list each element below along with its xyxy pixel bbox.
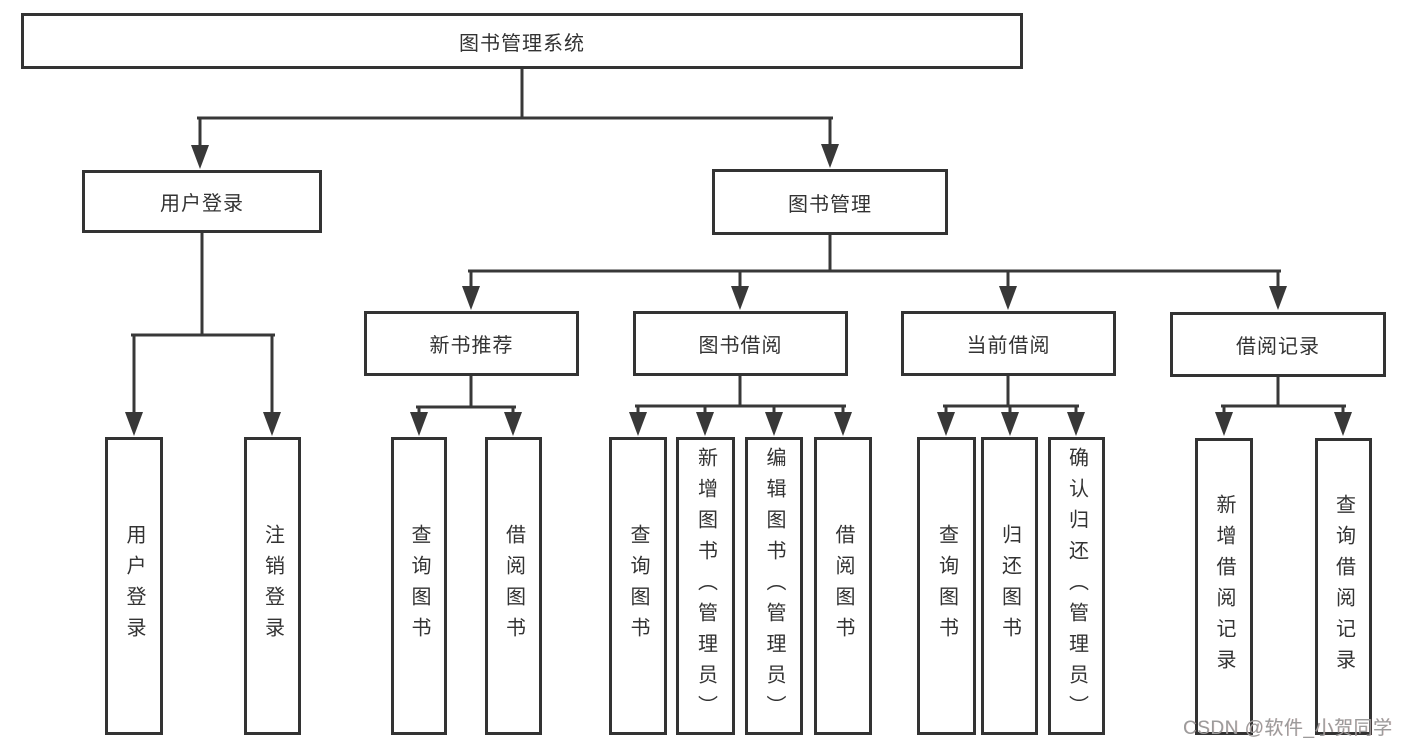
node-label: 查询图书 bbox=[935, 524, 958, 648]
csdn-watermark: CSDN @软件_小贺同学 bbox=[1183, 718, 1393, 739]
connector-current-borrow-children bbox=[937, 374, 1085, 436]
node-logout-action: 注销登录 bbox=[244, 437, 301, 735]
node-confirm-return-admin: 确认归还（管理员） bbox=[1048, 437, 1105, 735]
node-label: 新增图书（管理员） bbox=[694, 446, 717, 726]
connector-root-to-level2 bbox=[191, 67, 839, 169]
node-query-books-current: 查询图书 bbox=[917, 437, 976, 735]
node-edit-book-admin: 编辑图书（管理员） bbox=[745, 437, 803, 735]
node-label: 借阅图书 bbox=[832, 524, 854, 648]
connector-borrow-record-children bbox=[1215, 375, 1352, 436]
node-borrowing-records: 借阅记录 bbox=[1170, 312, 1386, 377]
node-label: 查询图书 bbox=[627, 524, 649, 648]
node-book-management: 图书管理 bbox=[712, 169, 948, 235]
node-borrow-books-borrowing: 借阅图书 bbox=[814, 437, 872, 735]
node-query-books-recommend: 查询图书 bbox=[391, 437, 447, 735]
node-user-login-action: 用户登录 bbox=[105, 437, 163, 735]
node-label: 图书管理系统 bbox=[459, 32, 585, 55]
node-label: 借阅图书 bbox=[502, 524, 525, 648]
node-label: 图书借阅 bbox=[698, 335, 783, 357]
node-label: 借阅记录 bbox=[1236, 336, 1320, 358]
node-label: 编辑图书（管理员） bbox=[763, 446, 785, 726]
connector-new-book-children bbox=[410, 374, 522, 436]
node-return-book: 归还图书 bbox=[981, 437, 1038, 735]
node-label: 注销登录 bbox=[261, 524, 284, 648]
node-query-borrow-record: 查询借阅记录 bbox=[1315, 438, 1372, 735]
connector-book-borrow-children bbox=[629, 374, 852, 436]
node-user-login: 用户登录 bbox=[82, 170, 322, 233]
node-label: 当前借阅 bbox=[966, 335, 1051, 357]
node-label: 新增借阅记录 bbox=[1213, 493, 1235, 680]
node-library-management-system: 图书管理系统 bbox=[21, 13, 1023, 69]
node-label: 确认归还（管理员） bbox=[1065, 446, 1088, 726]
node-label: 查询图书 bbox=[408, 524, 430, 648]
node-label: 查询借阅记录 bbox=[1332, 493, 1355, 680]
node-label: 归还图书 bbox=[998, 524, 1021, 648]
node-label: 图书管理 bbox=[788, 193, 872, 216]
node-book-borrowing: 图书借阅 bbox=[633, 311, 848, 376]
node-current-borrowing: 当前借阅 bbox=[901, 311, 1116, 376]
node-add-borrow-record: 新增借阅记录 bbox=[1195, 438, 1253, 735]
node-borrow-books-recommend: 借阅图书 bbox=[485, 437, 542, 735]
node-add-book-admin: 新增图书（管理员） bbox=[676, 437, 735, 735]
connector-user-login-children bbox=[125, 231, 281, 436]
node-label: 用户登录 bbox=[123, 524, 145, 648]
connector-book-management-children bbox=[462, 233, 1287, 310]
node-new-book-recommend: 新书推荐 bbox=[364, 311, 579, 376]
node-query-books-borrowing: 查询图书 bbox=[609, 437, 667, 735]
node-label: 用户登录 bbox=[160, 193, 244, 215]
node-label: 新书推荐 bbox=[429, 335, 514, 357]
